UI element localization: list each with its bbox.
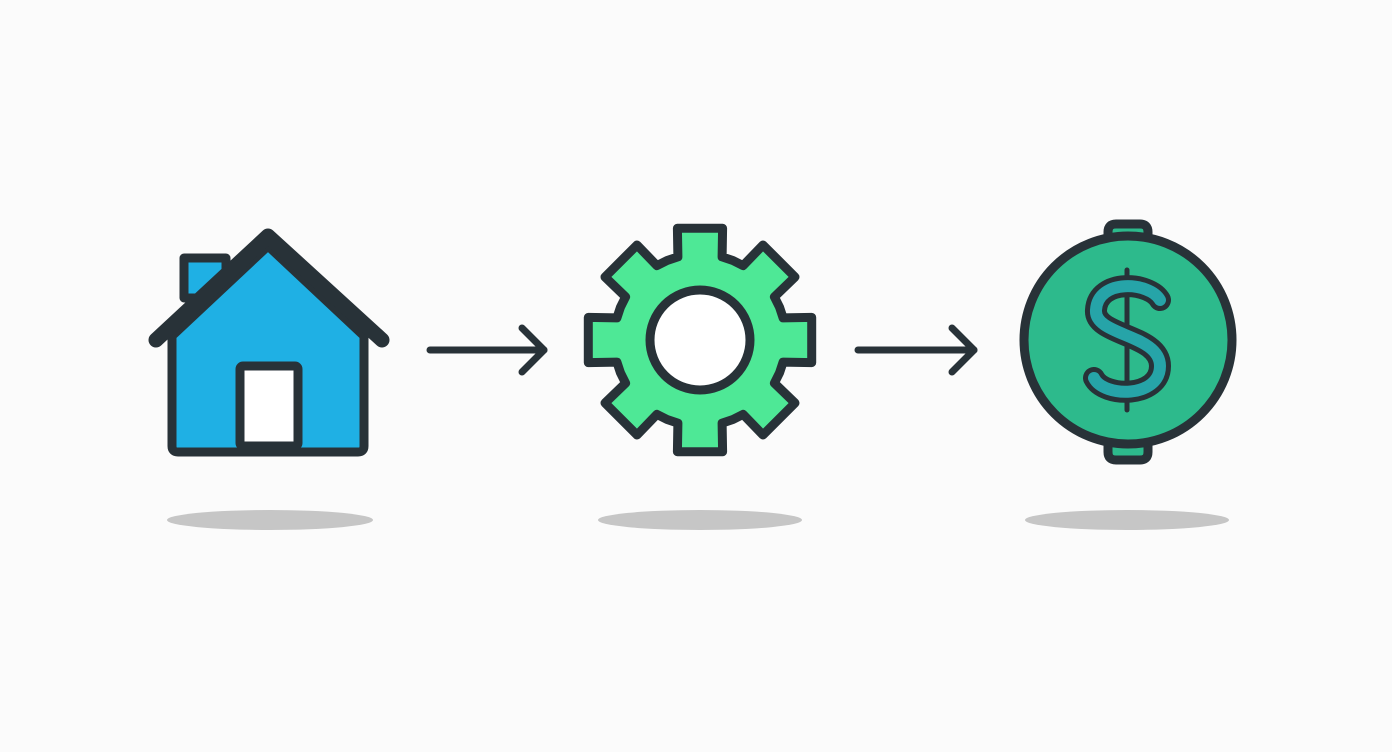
house-shadow [167, 510, 373, 530]
house-door [235, 361, 303, 451]
house-body [167, 241, 369, 457]
house-icon [148, 228, 390, 457]
dollar-coin-icon [1019, 219, 1237, 465]
gear-icon [583, 223, 817, 457]
gear-shadow [598, 510, 802, 530]
flow-arrow-2 [854, 324, 978, 376]
house-roof [148, 228, 390, 348]
flow-arrow-1 [426, 324, 548, 376]
dollar-symbol [1083, 267, 1172, 413]
coin-shadow [1025, 510, 1229, 530]
gear-hole [645, 285, 755, 395]
